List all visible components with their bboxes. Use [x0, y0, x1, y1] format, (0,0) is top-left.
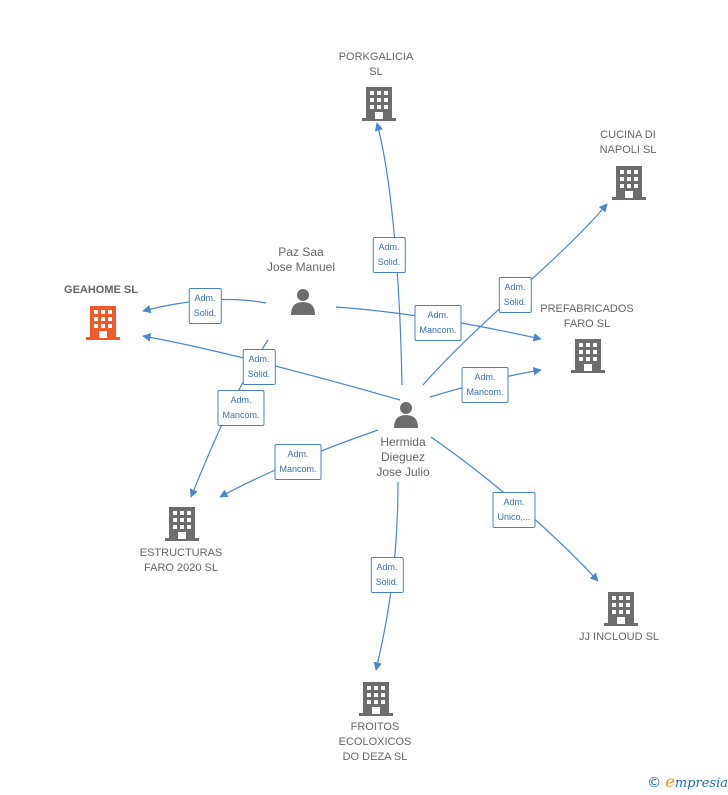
role-box[interactable]: Adm. Mancom. — [414, 305, 462, 341]
role-box[interactable]: Adm. Solid. — [372, 237, 406, 273]
role-line2: Solid. — [375, 577, 399, 587]
company-name-line3: DO DEZA SL — [342, 751, 408, 763]
company-name-line1: FROITOS — [350, 721, 400, 733]
empresia-watermark[interactable]: © empresia — [647, 772, 728, 791]
role-line1: Adm. — [287, 449, 309, 459]
role-line2: Mancom. — [419, 325, 457, 335]
role-line1: Adm. — [427, 310, 449, 320]
company-label-froitos[interactable]: FROITOS ECOLOXICOS DO DEZA SL — [339, 720, 412, 765]
company-label-estructuras[interactable]: ESTRUCTURAS FARO 2020 SL — [140, 546, 223, 576]
building-icon[interactable] — [362, 85, 396, 126]
role-line1: Adm. — [248, 354, 270, 364]
role-line2: Solid. — [503, 297, 527, 307]
company-name-line2: FARO 2020 SL — [143, 562, 218, 574]
role-box[interactable]: Adm. Mancom. — [217, 390, 265, 426]
role-line1: Adm. — [378, 242, 400, 252]
company-name-line1: PORKGALICIA — [338, 51, 414, 63]
person-icon[interactable] — [289, 287, 317, 320]
person-label-hermida[interactable]: Hermida Dieguez Jose Julio — [376, 435, 429, 480]
copyright-symbol: © — [647, 775, 662, 791]
role-line2: Unico,... — [497, 512, 531, 522]
role-line2: Solid. — [377, 257, 401, 267]
company-name-line2: NAPOLI SL — [599, 144, 657, 156]
person-name-line1: Hermida — [380, 435, 426, 449]
building-icon[interactable] — [604, 590, 638, 631]
building-icon[interactable] — [359, 680, 393, 721]
role-line1: Adm. — [376, 562, 398, 572]
edge-arrow-e5 — [374, 122, 403, 386]
building-icon-focus[interactable] — [86, 304, 120, 345]
role-line1: Adm. — [504, 282, 526, 292]
role-line2: Solid. — [247, 369, 271, 379]
role-line2: Solid. — [193, 308, 217, 318]
person-name-line2: Dieguez — [380, 450, 426, 464]
role-box[interactable]: Adm. Unico,... — [492, 492, 536, 528]
role-box[interactable]: Adm. Mancom. — [274, 444, 322, 480]
role-box[interactable]: Adm. Solid. — [188, 288, 222, 324]
role-box[interactable]: Adm. Solid. — [370, 557, 404, 593]
building-icon[interactable] — [612, 164, 646, 205]
person-name-line2: Jose Manuel — [266, 260, 336, 274]
role-line1: Adm. — [474, 372, 496, 382]
role-box[interactable]: Adm. Solid. — [242, 349, 276, 385]
role-box[interactable]: Adm. Mancom. — [461, 367, 509, 403]
company-name-line2: SL — [369, 66, 383, 78]
company-name-line1: CUCINA DI — [600, 129, 656, 141]
brand-logo-letter: e — [665, 772, 675, 791]
company-label-geahome[interactable]: GEAHOME SL — [64, 283, 138, 298]
role-line2: Mancom. — [466, 387, 504, 397]
brand-logo-text: mpresia — [674, 776, 728, 791]
building-icon[interactable] — [165, 505, 199, 546]
person-name-line1: Paz Saa — [278, 245, 324, 259]
role-line1: Adm. — [230, 395, 252, 405]
role-line2: Mancom. — [279, 464, 317, 474]
role-line1: Adm. — [503, 497, 525, 507]
building-icon[interactable] — [571, 337, 605, 378]
company-label-prefabricados[interactable]: PREFABRICADOS FARO SL — [540, 302, 634, 332]
company-name-line1: ESTRUCTURAS — [139, 547, 223, 559]
company-label-porkgalicia[interactable]: PORKGALICIA SL — [339, 50, 414, 80]
company-name-line2: FARO SL — [563, 318, 611, 330]
person-name-line3: Jose Julio — [376, 465, 430, 479]
role-box[interactable]: Adm. Solid. — [498, 277, 532, 313]
company-label-jj[interactable]: JJ INCLOUD SL — [579, 630, 659, 645]
person-label-paz[interactable]: Paz Saa Jose Manuel — [267, 245, 335, 275]
role-line2: Mancom. — [222, 410, 260, 420]
company-name-line1: GEAHOME SL — [64, 284, 138, 296]
company-name-line2: ECOLOXICOS — [338, 736, 412, 748]
company-name-line1: JJ INCLOUD SL — [578, 631, 660, 643]
person-icon[interactable] — [392, 400, 420, 433]
company-label-cucina[interactable]: CUCINA DI NAPOLI SL — [600, 128, 657, 158]
company-name-line1: PREFABRICADOS — [540, 303, 634, 315]
role-line1: Adm. — [194, 293, 216, 303]
